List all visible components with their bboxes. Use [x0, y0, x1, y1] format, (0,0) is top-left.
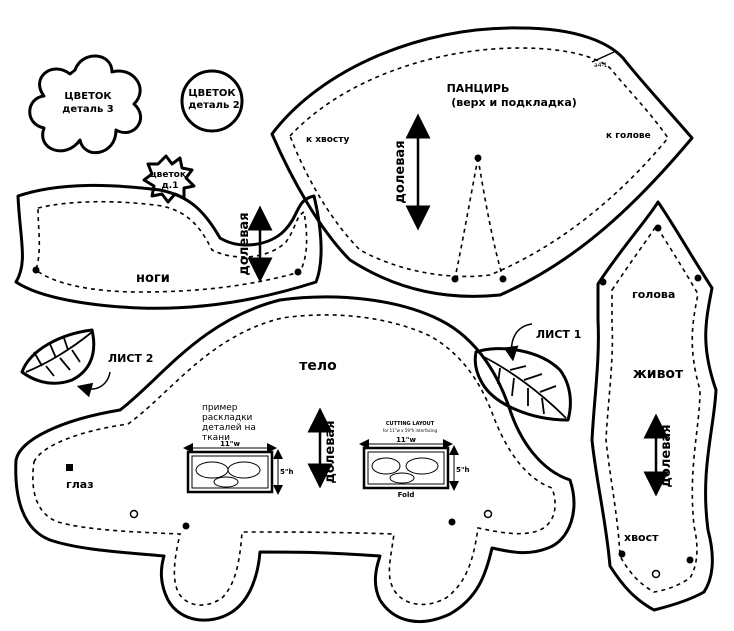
- layout-1-width-label: 11"w: [220, 440, 240, 448]
- layout-2-height-label: 5"h: [456, 466, 470, 474]
- shell-to-head-label: к голове: [606, 131, 651, 141]
- layout-2-width-label: 11"w: [396, 436, 416, 444]
- flower-2-piece: ЦВЕТОК деталь 2: [180, 69, 244, 133]
- legs-title: ноги: [136, 271, 170, 286]
- layout-caption-line1: пример: [202, 403, 238, 413]
- belly-grain-label: долевая: [659, 424, 674, 487]
- leaf-2-piece: ЛИСТ 2: [20, 328, 153, 398]
- cutting-layout-thumbnail-1: 11"w 5"h: [183, 440, 294, 495]
- cutting-layout-thumbnail-2: CUTTING LAYOUT for 11"w x 59"h interfaci…: [359, 421, 470, 499]
- belly-head-label: голова: [632, 288, 675, 301]
- belly-tail-label: хвост: [624, 531, 659, 544]
- flower-3-label-line2: деталь 3: [62, 104, 114, 115]
- leaf-2-label: ЛИСТ 2: [108, 352, 153, 365]
- body-grain-label: долевая: [323, 420, 338, 483]
- layout-caption-line3: деталей на: [202, 423, 256, 433]
- layout-2-fold-label: Fold: [398, 491, 415, 499]
- flower-3-piece: ЦВЕТОК деталь 3: [28, 54, 142, 155]
- eye-mark-icon: [66, 464, 73, 471]
- flower-1-label-line1: цветок: [150, 170, 186, 180]
- flower-3-label-line1: ЦВЕТОК: [64, 91, 112, 102]
- body-eye-label: глаз: [66, 478, 94, 491]
- flower-2-label-line2: деталь 2: [188, 100, 240, 111]
- legs-grain-label: долевая: [237, 212, 252, 275]
- belly-title: живот: [633, 366, 684, 382]
- shell-to-tail-label: к хвосту: [306, 135, 349, 145]
- shell-grain-label: долевая: [393, 140, 408, 203]
- body-title: тело: [299, 358, 337, 374]
- shell-title-line2: (верх и подкладка): [451, 96, 577, 109]
- leaf-1-piece: ЛИСТ 1: [473, 323, 581, 422]
- layout-1-height-label: 5"h: [280, 468, 294, 476]
- flower-1-piece: цветок д.1: [142, 154, 196, 204]
- curved-arrow-icon: [503, 323, 533, 362]
- shell-title-line1: ПАНЦИРЬ: [447, 82, 510, 95]
- flower-2-label-line1: ЦВЕТОК: [188, 88, 236, 99]
- shell-corner-mark: a4-1: [594, 62, 608, 69]
- layout-caption-line2: раскладки: [202, 413, 253, 423]
- layout-2-header: CUTTING LAYOUT: [386, 421, 435, 427]
- shell-piece: a4-1 ПАНЦИРЬ (верх и подкладка) к хвосту…: [270, 26, 694, 298]
- curved-arrow-icon: [76, 371, 111, 398]
- leaf-1-label: ЛИСТ 1: [536, 328, 581, 341]
- layout-caption-line4: ткани: [202, 433, 230, 443]
- layout-2-subheader: for 11"w x 59"h interfacing: [383, 428, 438, 433]
- body-piece: глаз тело долевая пример раскладки детал…: [14, 295, 576, 623]
- belly-piece: голова живот долевая хвост: [590, 200, 718, 612]
- legs-piece: ноги долевая: [14, 183, 323, 310]
- flower-1-label-line2: д.1: [162, 181, 179, 191]
